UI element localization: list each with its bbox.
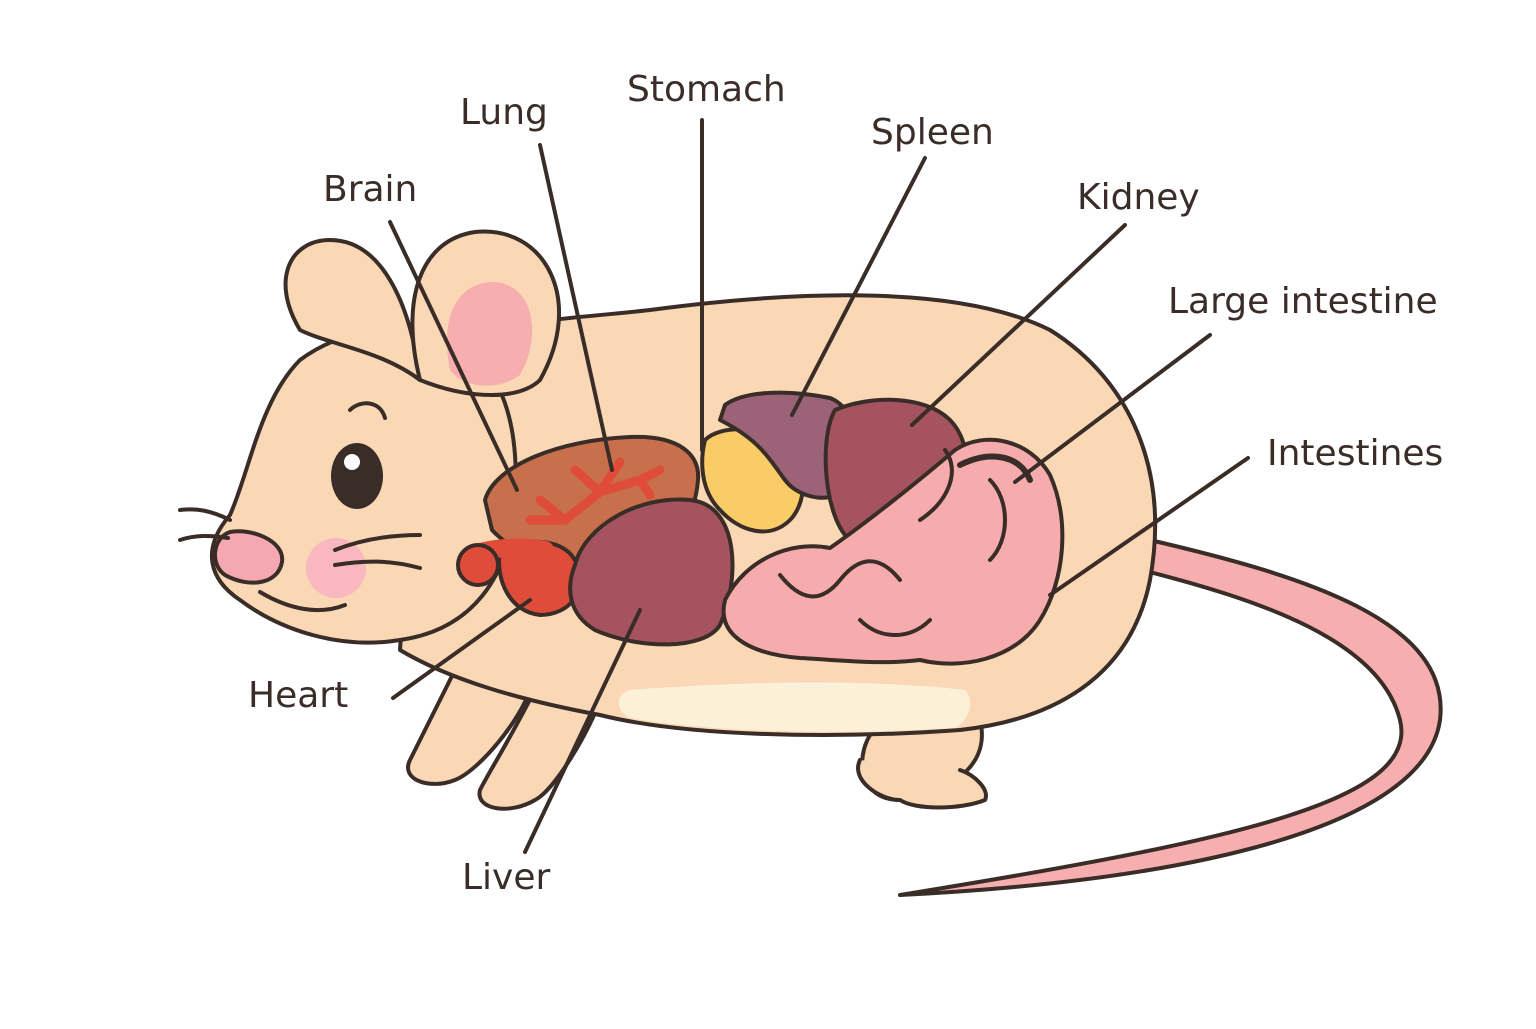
back-paw <box>856 758 988 810</box>
label-liver: Liver <box>462 857 551 898</box>
label-heart: Heart <box>248 675 349 716</box>
mouse-nose <box>212 529 285 585</box>
intestines-organ <box>721 437 1065 666</box>
label-brain: Brain <box>323 169 418 210</box>
label-stomach: Stomach <box>627 69 786 110</box>
mouse-eye <box>331 443 383 509</box>
mouse-mouth <box>258 590 347 613</box>
label-large-intestine: Large intestine <box>1168 281 1438 322</box>
leader-line-kidney <box>910 223 1127 427</box>
whisker <box>333 533 422 552</box>
label-spleen: Spleen <box>871 112 994 153</box>
back-ear <box>283 238 422 382</box>
label-lung: Lung <box>460 92 548 133</box>
whisker <box>178 533 230 542</box>
eye-highlight <box>344 454 360 470</box>
intestine-loops <box>778 448 1007 637</box>
label-intestines: Intestines <box>1267 433 1444 474</box>
leader-line-lung <box>538 143 614 472</box>
whisker <box>333 559 422 570</box>
label-kidney: Kidney <box>1077 177 1200 218</box>
leader-line-spleen <box>790 156 927 417</box>
leader-line-intestines <box>1048 456 1250 597</box>
mouse-tail <box>898 538 1443 897</box>
leader-line-large-intestine <box>1013 333 1212 484</box>
eyebrow <box>348 401 387 420</box>
mouse-cheek <box>306 538 366 598</box>
leader-line-liver <box>523 608 642 854</box>
bronchi <box>525 457 665 525</box>
whisker <box>178 507 232 522</box>
belly <box>618 682 971 732</box>
front-ear-inner <box>446 281 533 386</box>
leader-line-brain <box>388 220 519 492</box>
leader-line-heart <box>391 598 532 700</box>
aorta-end <box>456 543 500 587</box>
